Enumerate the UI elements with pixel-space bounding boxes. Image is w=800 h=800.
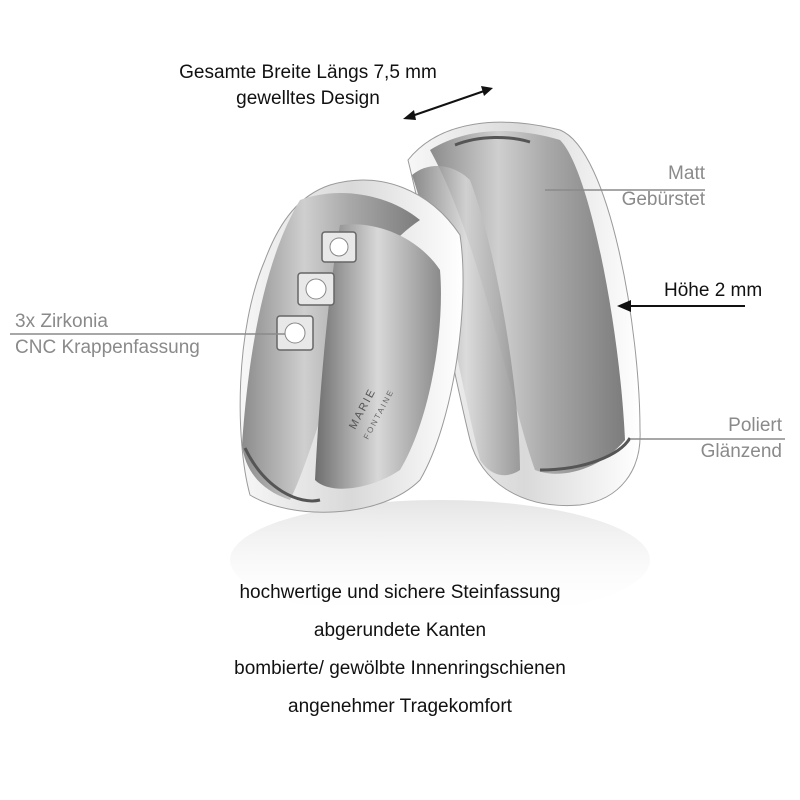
width-label-line1: Gesamte Breite Längs 7,5 mm — [179, 62, 437, 83]
polished-label: Poliert Glänzend — [680, 415, 782, 463]
height-arrow-head — [617, 300, 631, 312]
width-arrow — [405, 88, 491, 119]
stones-label-line2: CNC Krappenfassung — [15, 337, 200, 358]
stones-label-line1: 3x Zirkonia — [15, 311, 108, 332]
left-ring: MARIE FONTAINE — [239, 179, 464, 513]
feature-item: hochwertige und sichere Steinfassung — [239, 582, 561, 603]
zirconia-stones — [276, 231, 357, 351]
width-arrow-head-right — [481, 86, 493, 96]
matt-label-line1: Matt — [668, 163, 705, 184]
floor-reflection — [230, 500, 650, 620]
polished-label-line1: Poliert — [728, 415, 782, 436]
feature-list: hochwertige und sichere Steinfassung abg… — [0, 580, 800, 732]
stones-label: 3x Zirkonia CNC Krappenfassung — [15, 311, 200, 359]
matt-label: Matt Gebürstet — [605, 163, 705, 211]
polished-label-line2: Glänzend — [700, 441, 782, 462]
height-label: Höhe 2 mm — [664, 280, 763, 301]
feature-item: bombierte/ gewölbte Innenringschienen — [234, 658, 566, 679]
matt-label-line2: Gebürstet — [621, 189, 705, 210]
width-arrow-head-left — [403, 110, 416, 120]
feature-item: abgerundete Kanten — [313, 620, 487, 641]
right-ring — [407, 121, 641, 507]
width-label: Gesamte Breite Längs 7,5 mm gewelltes De… — [160, 62, 456, 110]
feature-item: angenehmer Tragekomfort — [288, 696, 512, 717]
width-label-line2: gewelltes Design — [236, 88, 380, 109]
